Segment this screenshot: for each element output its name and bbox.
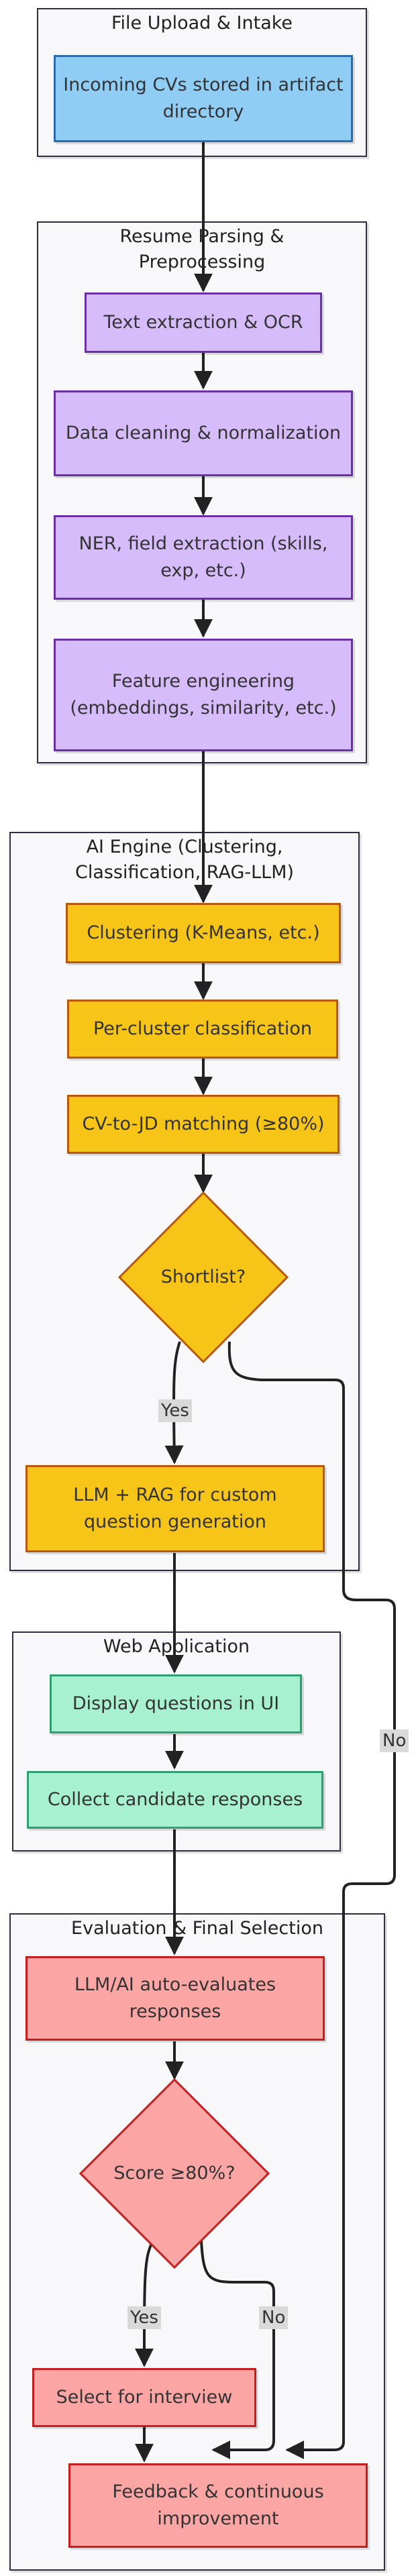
edge-score-no bbox=[200, 2240, 275, 2459]
node-score-decision: Score ≥80%? bbox=[113, 2163, 236, 2184]
cluster-title-file-upload: File Upload & Intake bbox=[111, 13, 293, 34]
edge-label-shortlist-yes: Yes bbox=[158, 1399, 192, 1422]
node-display-questions: Display questions in UI bbox=[50, 1674, 302, 1733]
node-llm-rag-questions: LLM + RAG for custom question generation bbox=[25, 1465, 325, 1552]
edge-label-score-no: No bbox=[259, 2306, 289, 2329]
node-auto-evaluates: LLM/AI auto-evaluates responses bbox=[25, 1956, 325, 2041]
shortlist-diamond bbox=[117, 1191, 289, 1364]
cluster-title-web-application: Web Application bbox=[103, 1636, 250, 1657]
node-clustering: Clustering (K-Means, etc.) bbox=[66, 903, 341, 963]
node-feature-engineering: Feature engineering (embeddings, similar… bbox=[54, 639, 353, 751]
node-data-cleaning: Data cleaning & normalization bbox=[54, 390, 353, 476]
node-shortlist-decision: Shortlist? bbox=[160, 1267, 246, 1287]
edge-label-shortlist-no: No bbox=[380, 1729, 409, 1752]
node-text-extraction-ocr: Text extraction & OCR bbox=[85, 292, 322, 353]
node-feedback-improvement: Feedback & continuous improvement bbox=[68, 2463, 368, 2548]
edge-shortlist-yes bbox=[164, 1341, 184, 1464]
edge-shortlist-no bbox=[227, 1341, 396, 2459]
cluster-title-evaluation: Evaluation & Final Selection bbox=[71, 1918, 323, 1939]
node-select-interview: Select for interview bbox=[32, 2368, 256, 2427]
node-incoming-cvs: Incoming CVs stored in artifact director… bbox=[54, 55, 353, 142]
edge-score-yes bbox=[135, 2240, 154, 2367]
edge-label-score-yes: Yes bbox=[127, 2306, 161, 2329]
score-diamond bbox=[79, 2078, 270, 2269]
node-ner-extraction: NER, field extraction (skills, exp, etc.… bbox=[54, 515, 353, 600]
node-per-cluster-classification: Per-cluster classification bbox=[67, 1000, 338, 1059]
node-collect-responses: Collect candidate responses bbox=[27, 1771, 323, 1829]
cluster-title-ai-engine: AI Engine (Clustering, Classification, R… bbox=[74, 837, 295, 883]
node-cv-jd-matching: CV-to-JD matching (≥80%) bbox=[67, 1095, 340, 1154]
